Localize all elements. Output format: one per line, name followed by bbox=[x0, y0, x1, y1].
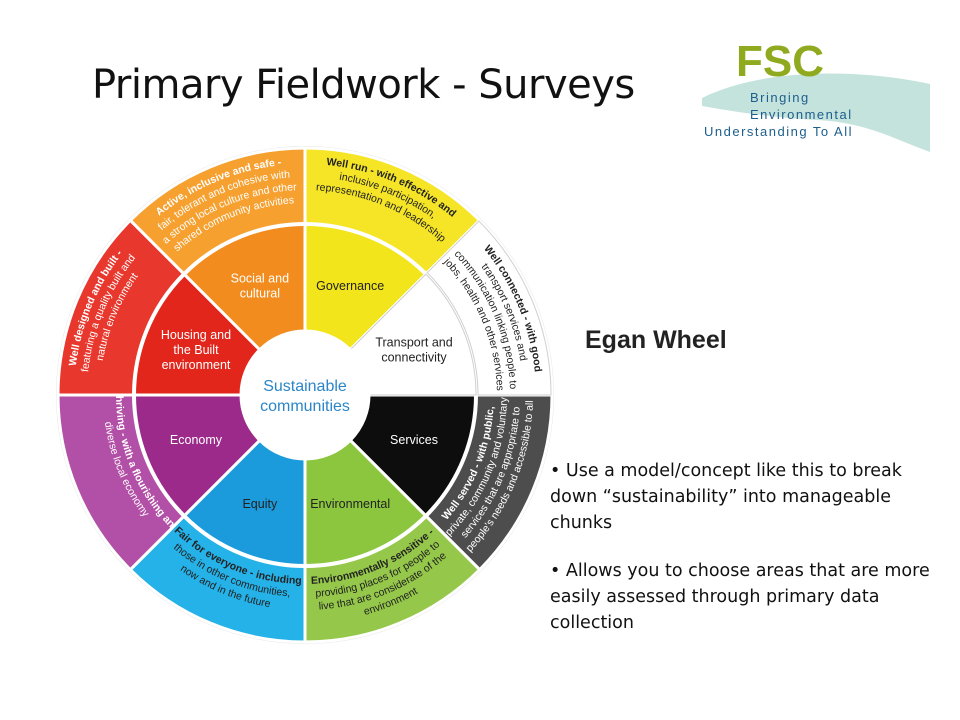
segment-label: Housing and bbox=[161, 328, 231, 342]
logo-swoosh bbox=[702, 73, 930, 152]
segment-label: Social and bbox=[231, 271, 289, 285]
center-label: Sustainable bbox=[263, 378, 347, 395]
egan-label-text: Egan Wheel bbox=[585, 326, 727, 354]
wheel-white-outline bbox=[426, 220, 552, 396]
segment-label: Equity bbox=[242, 497, 277, 511]
segment-label: Services bbox=[390, 433, 438, 447]
center-label: communities bbox=[260, 398, 350, 415]
segment-label: Economy bbox=[170, 433, 223, 447]
logo-letters: FSC bbox=[736, 37, 824, 86]
segment-label: environment bbox=[162, 358, 231, 372]
bullet-item: • Allows you to choose areas that are mo… bbox=[550, 561, 930, 633]
segment-label: Governance bbox=[316, 279, 384, 293]
bullet-text: Use a model/concept like this to break d… bbox=[550, 461, 902, 533]
fsc-logo: FSC Bringing Environmental Understanding… bbox=[702, 37, 930, 152]
segment-label: the Built bbox=[173, 343, 219, 357]
bullet-text: Allows you to choose areas that are more… bbox=[550, 561, 930, 633]
segment-label: connectivity bbox=[381, 350, 447, 364]
wheel-center bbox=[239, 329, 371, 461]
segment-label: Transport and bbox=[375, 335, 452, 349]
logo-tagline-1: Bringing bbox=[750, 90, 810, 105]
segment-label: cultural bbox=[240, 286, 280, 300]
segment-label: Environmental bbox=[310, 497, 390, 511]
egan-wheel-label: Egan Wheel bbox=[585, 326, 727, 354]
slide-title: Primary Fieldwork - Surveys bbox=[92, 62, 635, 108]
bullet-list: • Use a model/concept like this to break… bbox=[550, 458, 930, 658]
logo-tagline-3: Understanding To All bbox=[704, 124, 853, 139]
logo-tagline-2: Environmental bbox=[750, 107, 853, 122]
bullet-item: • Use a model/concept like this to break… bbox=[550, 461, 902, 533]
